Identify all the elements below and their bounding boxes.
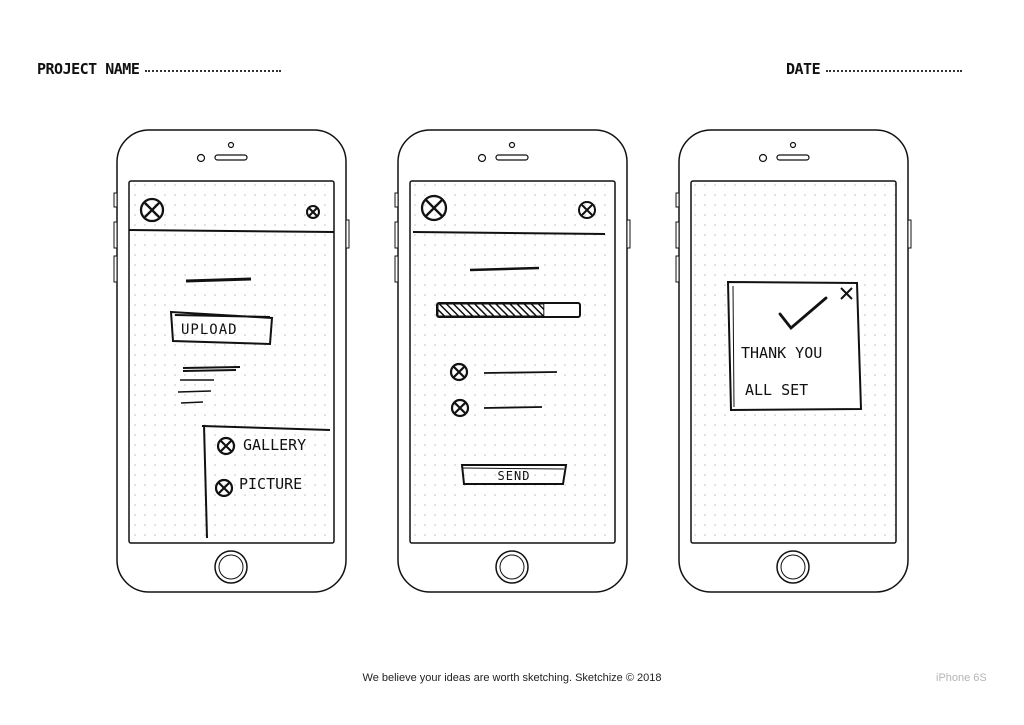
side-button <box>113 255 118 283</box>
gallery-label: GALLERY <box>243 436 306 454</box>
close-icon[interactable] <box>139 197 165 223</box>
upload-button[interactable]: UPLOAD <box>169 310 274 346</box>
date-field: DATE <box>786 60 963 78</box>
camera <box>477 153 487 163</box>
sensor <box>227 141 235 149</box>
project-name-label: PROJECT NAME <box>37 60 140 78</box>
text-placeholder <box>177 379 214 404</box>
side-button <box>345 219 350 249</box>
picture-label: PICTURE <box>239 475 302 493</box>
upload-label: UPLOAD <box>181 322 238 338</box>
device-model-label: iPhone 6S <box>936 672 987 684</box>
camera <box>758 153 768 163</box>
side-button <box>675 255 680 283</box>
gallery-option[interactable]: GALLERY <box>216 436 306 456</box>
side-button <box>394 255 399 283</box>
header-divider <box>412 231 606 235</box>
send-label: SEND <box>498 469 531 483</box>
title-placeholder <box>185 277 252 283</box>
project-name-line <box>145 70 282 72</box>
side-button <box>113 221 118 249</box>
thank-you-text: THANK YOU <box>741 344 822 362</box>
header-divider <box>128 229 335 233</box>
checkmark-icon <box>778 296 828 331</box>
home-button[interactable] <box>776 550 810 584</box>
home-button[interactable] <box>214 550 248 584</box>
close-icon[interactable] <box>306 205 320 219</box>
side-button <box>626 219 631 249</box>
radio-icon <box>214 478 234 498</box>
close-icon[interactable] <box>840 287 853 300</box>
speaker <box>214 154 248 161</box>
close-icon[interactable] <box>420 194 448 222</box>
sensor <box>789 141 797 149</box>
date-line <box>826 70 963 72</box>
project-name-field: PROJECT NAME <box>37 60 282 78</box>
title-placeholder <box>469 266 540 272</box>
progress-bar <box>436 302 581 318</box>
home-button-ring <box>780 554 806 580</box>
phone-done: THANK YOU ALL SET <box>675 129 912 593</box>
radio-icon <box>216 436 236 456</box>
home-button[interactable] <box>495 550 529 584</box>
phone-progress: SEND <box>394 129 631 593</box>
list-item[interactable] <box>450 398 543 418</box>
side-button <box>394 192 399 208</box>
speaker <box>776 154 810 161</box>
text-placeholder <box>182 366 241 372</box>
list-item[interactable] <box>449 362 558 382</box>
home-button-ring <box>218 554 244 580</box>
speaker <box>495 154 529 161</box>
side-button <box>113 192 118 208</box>
side-button <box>675 221 680 249</box>
close-icon[interactable] <box>578 201 596 219</box>
home-button-ring <box>499 554 525 580</box>
camera <box>196 153 206 163</box>
progress-fill <box>437 303 545 317</box>
radio-icon <box>450 398 470 418</box>
sensor <box>508 141 516 149</box>
text-placeholder <box>483 371 558 374</box>
screen <box>409 180 616 544</box>
radio-icon <box>449 362 469 382</box>
phone-upload: UPLOAD GALLERY PICTURE <box>113 129 350 593</box>
success-dialog: THANK YOU ALL SET <box>726 280 863 412</box>
all-set-text: ALL SET <box>745 381 808 399</box>
side-button <box>394 221 399 249</box>
source-menu: GALLERY PICTURE <box>201 424 331 539</box>
side-button <box>675 192 680 208</box>
picture-option[interactable]: PICTURE <box>214 475 302 498</box>
date-label: DATE <box>786 60 821 78</box>
text-placeholder <box>483 406 543 409</box>
screen <box>128 180 335 544</box>
footer-tagline: We believe your ideas are worth sketchin… <box>362 672 662 684</box>
send-button[interactable]: SEND <box>460 464 568 485</box>
side-button <box>907 219 912 249</box>
